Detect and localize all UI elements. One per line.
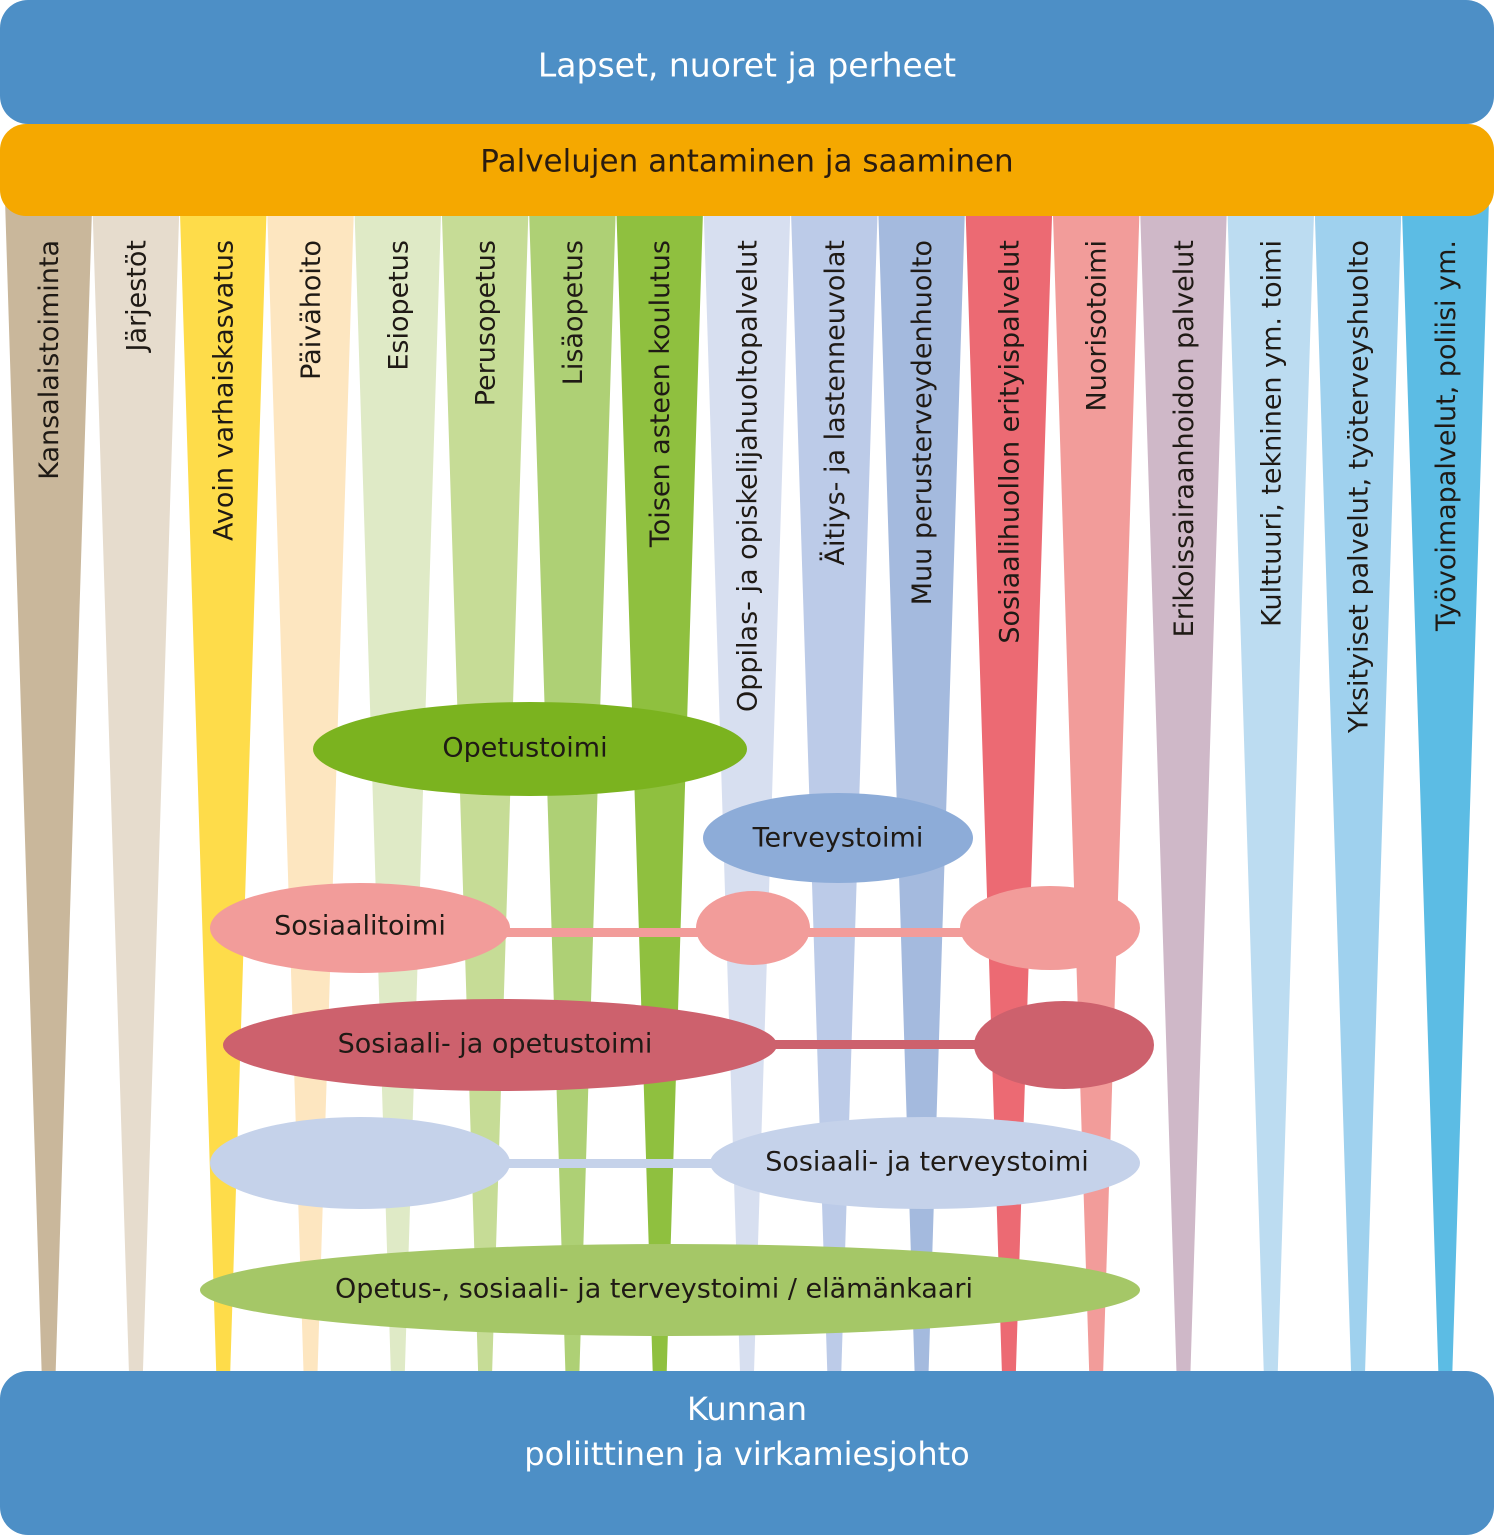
column-11 xyxy=(877,200,966,1372)
header-title: Lapset, nuoret ja perheet xyxy=(538,46,956,85)
subtitle-bar xyxy=(0,124,1494,216)
sosiaalitoimi-ellipse-middle xyxy=(696,891,810,965)
column-16 xyxy=(1314,200,1402,1372)
sosiaalitoimi-ellipse-right xyxy=(960,886,1140,970)
elamankaari-ellipse xyxy=(200,1244,1140,1336)
column-label-6: Perusopetus xyxy=(471,240,502,406)
sosiaali-terveys-connector xyxy=(500,1159,720,1168)
sosiaali-opetus-ellipse xyxy=(223,999,777,1091)
column-13 xyxy=(1052,200,1140,1372)
terveystoimi-ellipse xyxy=(703,793,973,883)
column-4 xyxy=(266,200,355,1372)
footer-line-1: Kunnan xyxy=(687,1390,807,1428)
sosiaali-opetus-label: Sosiaali- ja opetustoimi xyxy=(338,1029,653,1060)
column-15 xyxy=(1227,200,1315,1372)
column-label-3: Avoin varhaiskasvatus xyxy=(209,240,240,541)
column-12 xyxy=(965,200,1053,1372)
column-label-12: Sosiaalihuollon erityispalvelut xyxy=(994,240,1025,644)
column-label-5: Esiopetus xyxy=(383,240,414,371)
column-3 xyxy=(179,200,267,1372)
subtitle-title: Palvelujen antaminen ja saaminen xyxy=(480,144,1013,180)
column-label-10: Äitiys- ja lastenneuvolat xyxy=(819,240,851,565)
sosiaali-opetus-ellipse-right xyxy=(974,1001,1154,1089)
column-label-11: Muu perusterveydenhuolto xyxy=(907,240,938,605)
footer-bar xyxy=(0,1371,1494,1535)
sosiaali-opetus-connector xyxy=(770,1040,985,1049)
opetustoimi-ellipse xyxy=(313,702,747,796)
service-columns: Kansalaistoiminta Järjestöt Avoin varhaisk… xyxy=(5,200,1489,1372)
column-9 xyxy=(703,200,791,1372)
terveystoimi-label: Terveystoimi xyxy=(752,823,924,854)
column-10 xyxy=(790,200,878,1372)
column-label-8: Toisen asteen koulutus xyxy=(645,240,676,548)
opetustoimi-label: Opetustoimi xyxy=(442,733,607,764)
footer-line-2: poliittinen ja virkamiesjohto xyxy=(524,1435,970,1473)
sosiaalitoimi-ellipse xyxy=(210,883,510,973)
column-label-9: Oppilas- ja opiskelijahuoltopalvelut xyxy=(733,240,764,712)
column-2 xyxy=(92,200,180,1372)
column-label-7: Lisäopetus xyxy=(558,240,589,385)
sosiaali-terveys-ellipse-left xyxy=(210,1117,510,1209)
column-label-4: Päivähoito xyxy=(296,240,327,380)
sosiaali-terveys-ellipse xyxy=(710,1117,1140,1209)
column-14 xyxy=(1139,200,1228,1372)
column-label-15: Kulttuuri, tekninen ym. toimi xyxy=(1256,240,1287,627)
column-label-1: Kansalaistoiminta xyxy=(34,240,65,480)
column-17 xyxy=(1401,200,1489,1372)
column-label-17: Työvoimapalvelut, poliisi ym. xyxy=(1431,240,1462,632)
header-bar xyxy=(0,0,1494,124)
column-label-14: Erikoissairaanhoidon palvelut xyxy=(1169,240,1200,637)
column-label-13: Nuorisotoimi xyxy=(1082,240,1113,411)
sosiaalitoimi-label: Sosiaalitoimi xyxy=(274,911,446,942)
column-label-16: Yksityiset palvelut, työterveyshuolto xyxy=(1344,240,1375,734)
column-1 xyxy=(5,200,93,1372)
elamankaari-label: Opetus-, sosiaali- ja terveystoimi / elä… xyxy=(335,1274,973,1305)
column-label-2: Järjestöt xyxy=(121,240,152,353)
sosiaali-terveys-label: Sosiaali- ja terveystoimi xyxy=(765,1147,1089,1178)
